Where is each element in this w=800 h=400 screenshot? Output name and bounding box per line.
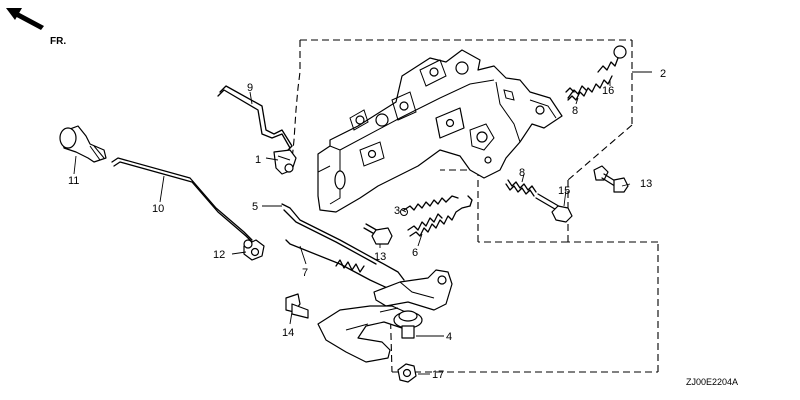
part-8-spring-lower — [505, 179, 537, 197]
callout-12: 12 — [213, 249, 225, 261]
callout-15: 15 — [558, 185, 570, 197]
callout-11: 11 — [68, 175, 79, 187]
callout-2: 2 — [660, 68, 666, 80]
part-17-nut — [397, 363, 417, 383]
callout-3: 3 — [394, 205, 400, 217]
part-11-knob — [59, 125, 107, 163]
part-10-rod — [111, 157, 255, 245]
part-16-spring — [565, 45, 627, 101]
part-12-joint — [243, 239, 265, 261]
part-14-flange — [285, 293, 309, 319]
part-1-clip — [273, 149, 297, 175]
assembly-boundary — [291, 39, 659, 373]
callout-17: 17 — [432, 369, 444, 381]
part-13-bolt-middle — [363, 223, 393, 245]
callout-16: 16 — [602, 85, 614, 97]
callout-7: 7 — [302, 267, 308, 279]
callout-4: 4 — [446, 331, 452, 343]
callout-labels: 1 2 3 4 5 6 7 8 8 9 10 11 12 13 13 14 15… — [68, 68, 666, 381]
callout-13-middle: 13 — [374, 251, 386, 263]
leader-lines — [73, 71, 652, 375]
callout-14: 14 — [282, 327, 294, 339]
callout-6: 6 — [412, 247, 418, 259]
callout-1: 1 — [255, 154, 261, 166]
fr-label: FR. — [50, 36, 66, 47]
part-9-link — [217, 85, 293, 151]
part-2-control-base — [317, 49, 563, 213]
part-3-spring — [400, 195, 459, 216]
part-8-spring-upper — [567, 85, 587, 99]
front-direction-arrow: FR. — [6, 8, 66, 47]
governor-arm-bracket — [373, 269, 453, 311]
part-6-spring — [407, 195, 473, 237]
part-5-rod — [281, 203, 405, 281]
callout-10: 10 — [152, 203, 164, 215]
callout-5: 5 — [252, 201, 258, 213]
callout-9: 9 — [247, 82, 253, 94]
callout-8-lower: 8 — [519, 167, 525, 179]
part-13-bolt-right — [593, 165, 629, 193]
part-7-rod-spring — [285, 239, 397, 293]
callout-8-upper: 8 — [572, 105, 578, 117]
part-15-bolt — [535, 193, 573, 223]
callout-13-right: 13 — [640, 178, 652, 190]
part-4-arm — [317, 305, 423, 363]
diagram-code: ZJ00E2204A — [686, 377, 738, 387]
